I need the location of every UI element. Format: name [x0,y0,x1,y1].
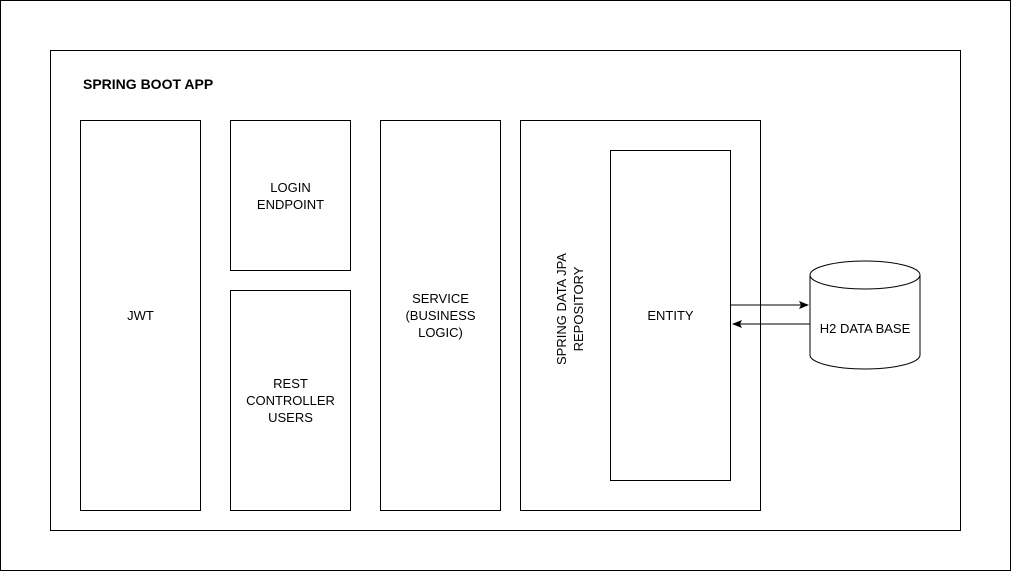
rest-controller-box [230,290,351,511]
jwt-box [80,120,201,511]
service-label: SERVICE (BUSINESS LOGIC) [405,291,476,340]
jwt-label: JWT [127,308,154,323]
service-box [380,120,501,511]
h2-database-cylinder [809,260,921,370]
rest-controller-label: REST CONTROLLER USERS [246,376,335,425]
entity-box [610,150,731,481]
app-title: SPRING BOOT APP [83,76,214,92]
login-endpoint-label: LOGIN ENDPOINT [256,179,325,212]
login-endpoint-box [230,120,351,271]
spring-boot-app-container [50,50,961,531]
entity-label: ENTITY [647,308,694,323]
database-label: H2 DATA BASE [819,320,911,336]
